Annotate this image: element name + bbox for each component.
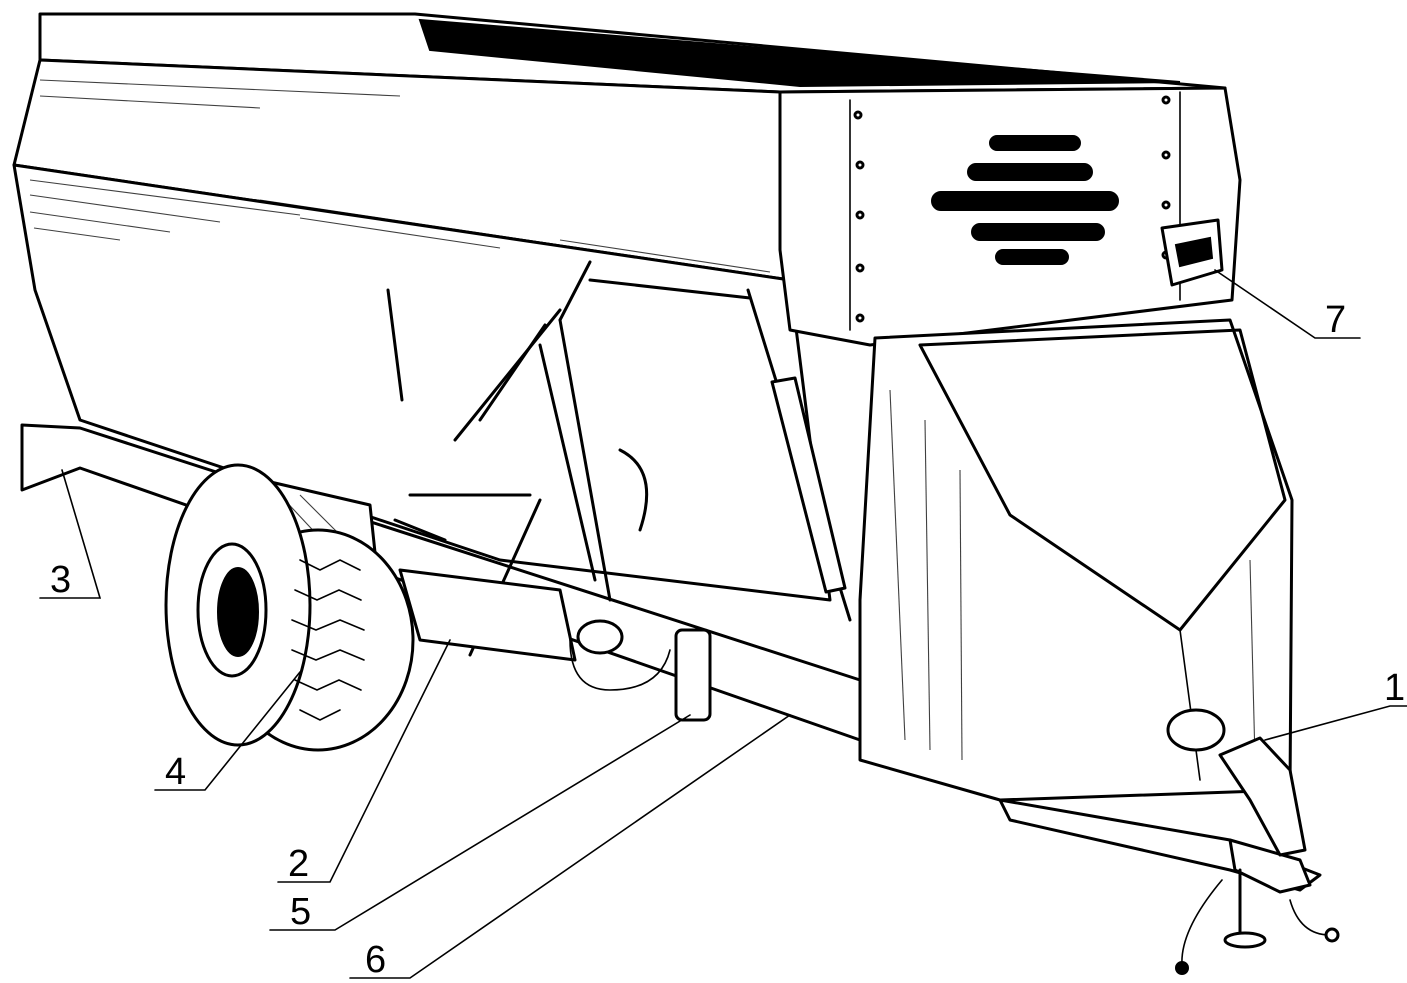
callout-3: 3 bbox=[50, 559, 71, 601]
hopper-body bbox=[12, 12, 1242, 602]
callout-5: 5 bbox=[290, 891, 311, 933]
callout-4: 4 bbox=[165, 751, 186, 793]
guard-cover bbox=[858, 318, 1294, 802]
callout-leaders bbox=[39, 269, 1407, 979]
callout-labels: 1 2 3 4 5 6 7 bbox=[50, 299, 1405, 981]
linkage bbox=[386, 260, 852, 722]
wheel bbox=[164, 463, 415, 752]
callout-1: 1 bbox=[1384, 667, 1405, 709]
callout-6: 6 bbox=[365, 939, 386, 981]
vent-slots bbox=[931, 135, 1119, 265]
callout-2: 2 bbox=[288, 843, 309, 885]
callout-7: 7 bbox=[1325, 299, 1346, 341]
